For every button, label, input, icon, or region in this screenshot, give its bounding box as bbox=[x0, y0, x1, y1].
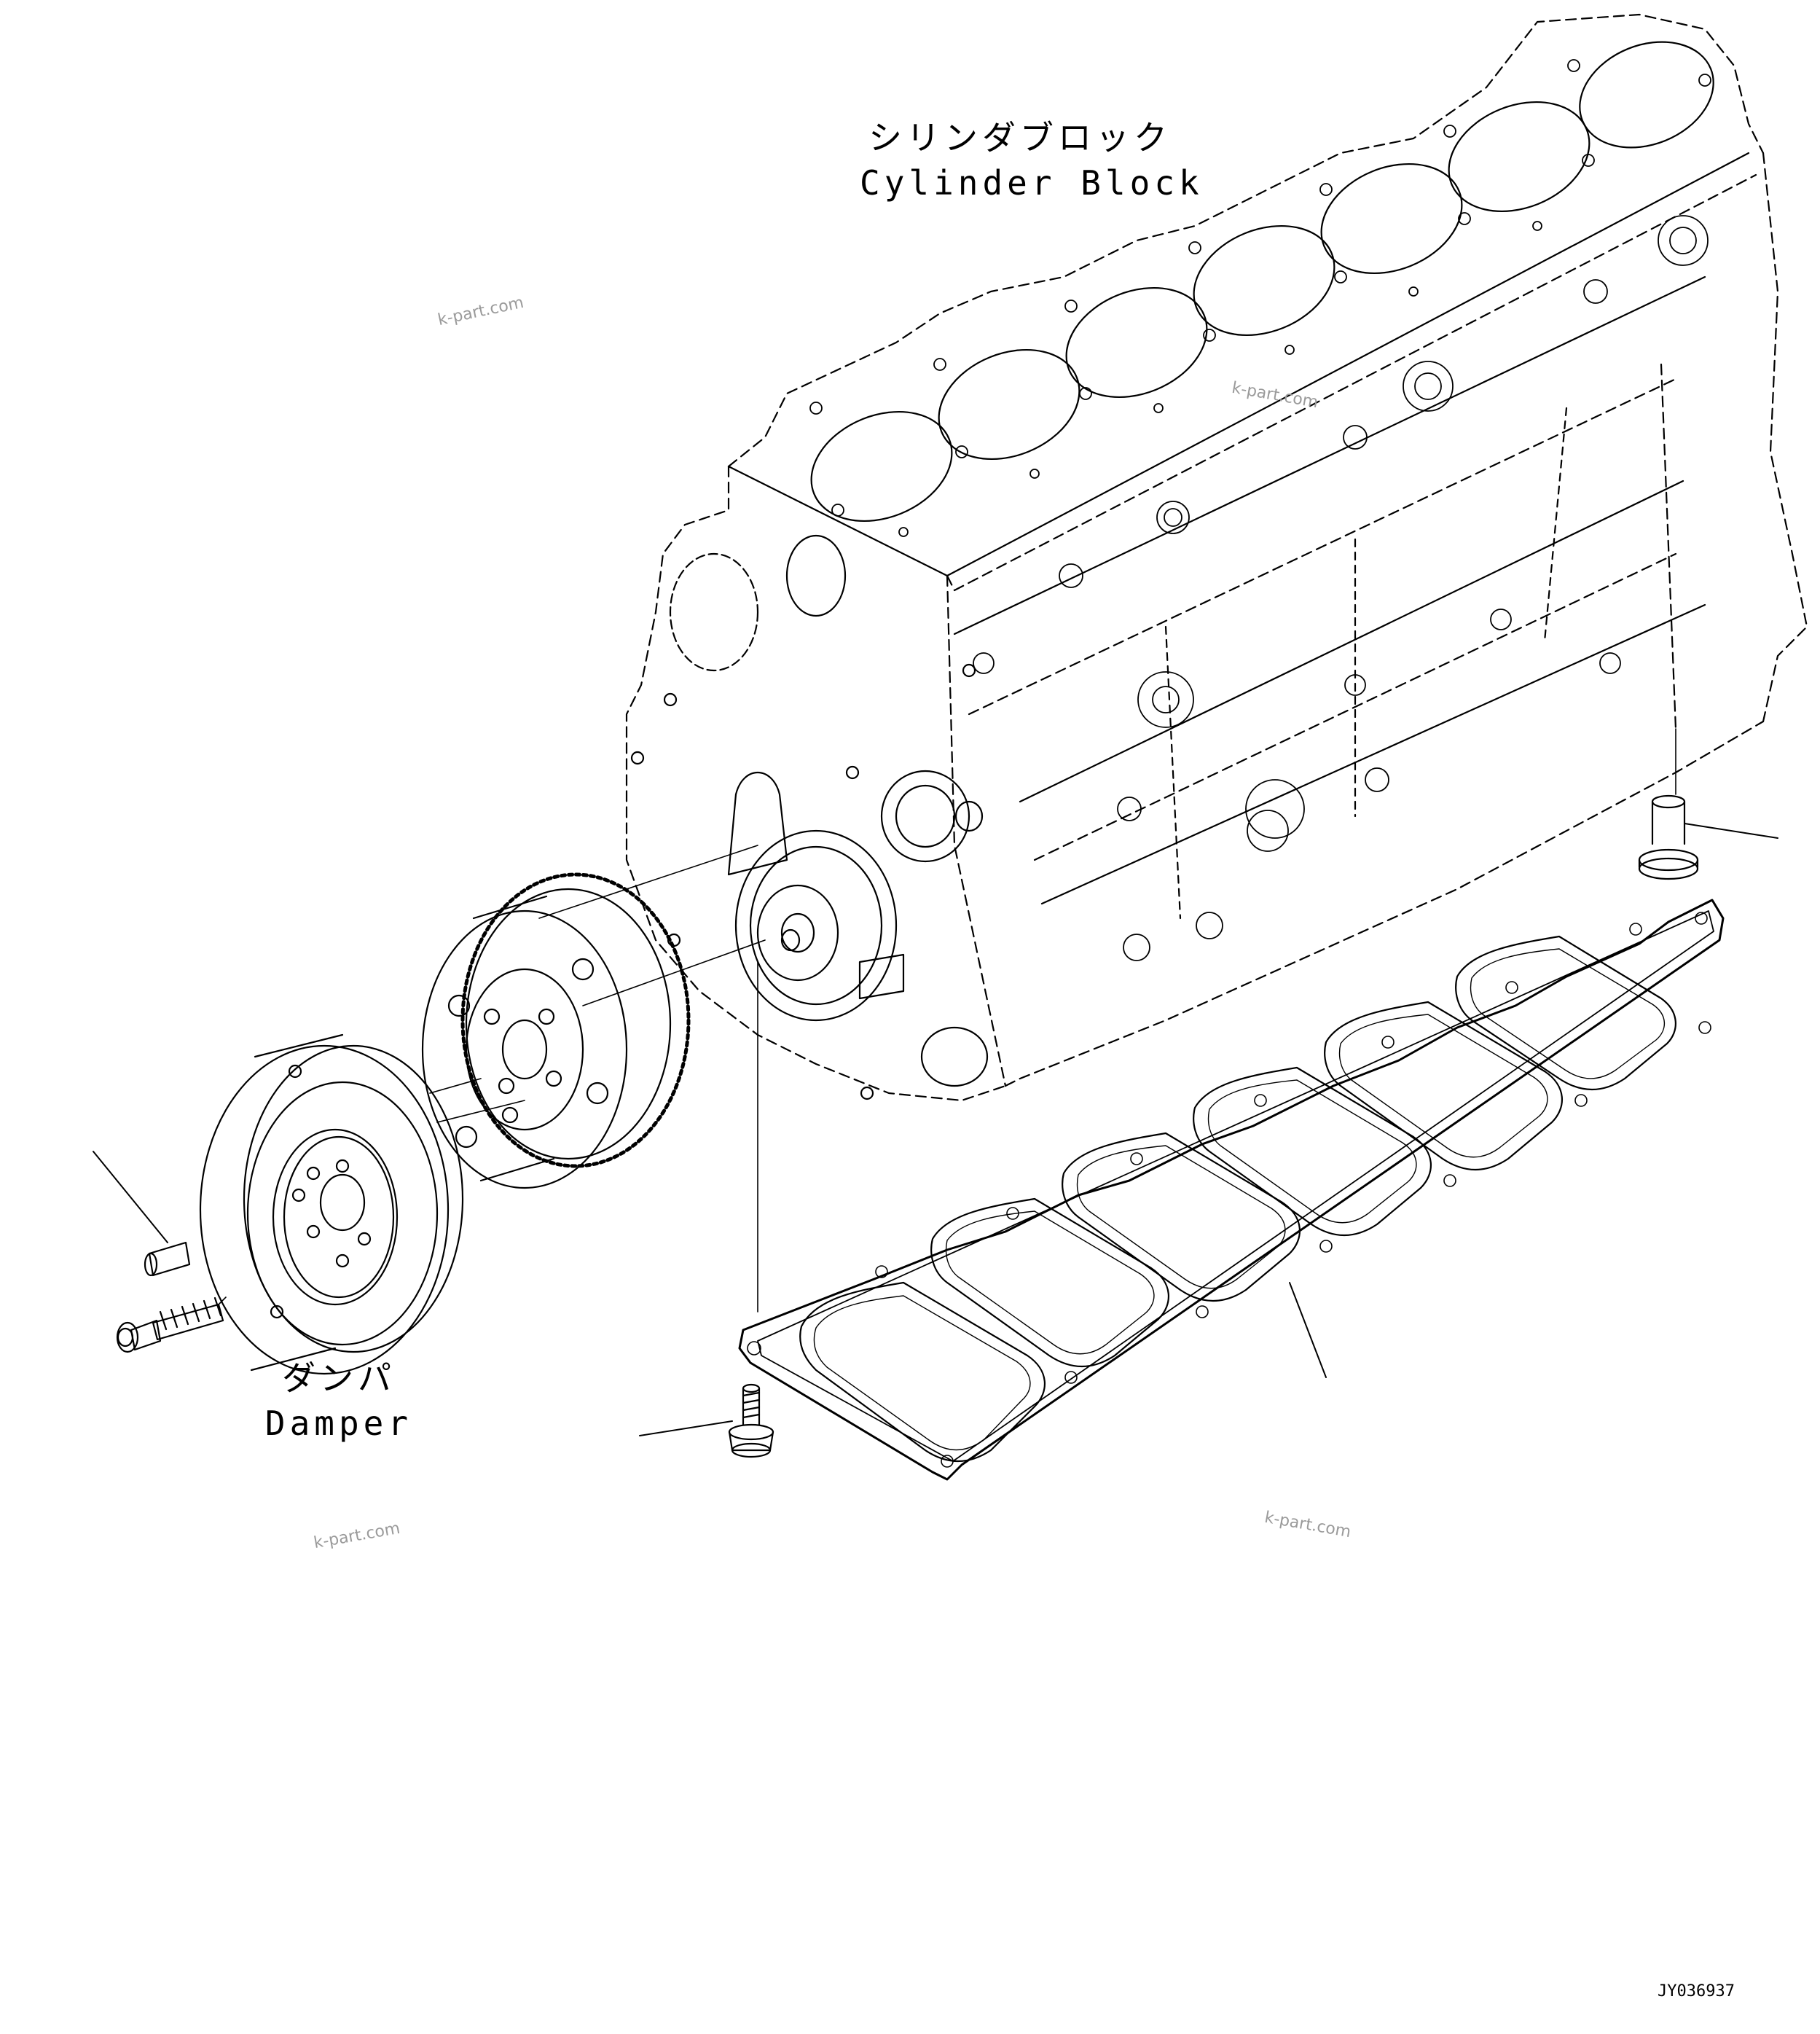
block-front-right-edge bbox=[946, 574, 1007, 1087]
damper-bolt bbox=[116, 1296, 227, 1353]
block-top-deck bbox=[727, 13, 1765, 468]
cylinder-block bbox=[625, 13, 1808, 1102]
dowel-pin-right bbox=[1638, 728, 1778, 880]
gasket-outer-outline bbox=[738, 899, 1725, 1481]
front-timing-cover bbox=[630, 534, 989, 1100]
cylinder-block-label-en: Cylinder Block bbox=[860, 163, 1204, 203]
block-front-top-edge bbox=[727, 152, 1750, 577]
flange-bolt bbox=[639, 1383, 774, 1458]
damper bbox=[199, 1033, 464, 1375]
damper-dowel-pin bbox=[93, 1151, 191, 1277]
damper-label-ja: ダンパ bbox=[282, 1358, 396, 1398]
cylinder-bores bbox=[810, 41, 1714, 523]
crankshaft-pulley bbox=[421, 872, 691, 1189]
side-bosses bbox=[973, 215, 1709, 961]
cylinder-block-label-ja: シリンダブロック bbox=[868, 118, 1172, 157]
leader-line-dowel-pin bbox=[1684, 823, 1778, 839]
damper-label: ダンパ Damper bbox=[255, 1356, 423, 1446]
deck-holes bbox=[809, 59, 1711, 537]
oil-pan-gasket bbox=[738, 899, 1725, 1481]
cylinder-block-label: シリンダブロック Cylinder Block bbox=[860, 115, 1204, 206]
leader-line-damper-pin bbox=[93, 1151, 168, 1243]
damper-label-en: Damper bbox=[264, 1404, 413, 1443]
figure-code: JY036937 bbox=[1658, 1982, 1735, 2000]
gasket-bolt-holes bbox=[747, 912, 1711, 1468]
leader-line-flange-bolt bbox=[639, 1420, 733, 1436]
leader-line-gasket bbox=[1289, 1282, 1327, 1378]
block-bottom-edge bbox=[1004, 720, 1765, 1087]
assembly-axis-lines bbox=[429, 845, 766, 1313]
block-front-left-edge bbox=[625, 465, 1007, 1102]
